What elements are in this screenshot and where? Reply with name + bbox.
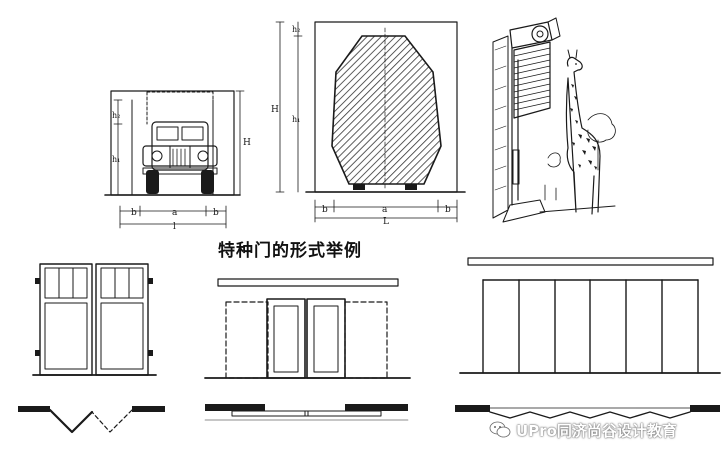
large-object-door-figure: H h₂ h₁ b a b L [271, 21, 466, 227]
dim-label-L: L [383, 217, 389, 227]
dim-label-b-right-2: b [445, 205, 451, 215]
dim-label-a-2: a [382, 205, 388, 215]
dim-label-h1-2: h₁ [292, 115, 300, 124]
dim-label-H: H [243, 138, 251, 148]
watermark-text: UPro同济尚谷设计教育 [516, 421, 677, 440]
roller-drum [509, 17, 561, 49]
sliding-door-track [217, 278, 399, 287]
roller-door-panel [513, 41, 551, 119]
dim-label-h1: h₁ [112, 155, 120, 164]
truck-door-frame [110, 90, 235, 196]
bifold-door-plan [18, 406, 165, 434]
diagram-caption: 特种门的形式举例 [218, 241, 362, 261]
bifold-door-figure [18, 263, 165, 434]
sliding-door-plan [204, 404, 409, 421]
dim-label-H-2: H [271, 105, 279, 115]
truck-illustration [142, 121, 218, 194]
dim-label-b-left: b [131, 208, 137, 218]
watermark: UPro同济尚谷设计教育 [489, 419, 677, 441]
dim-label-b-left-2: b [322, 205, 328, 215]
dim-label-a: a [172, 208, 178, 218]
dim-label-h2: h₂ [112, 111, 120, 120]
bifold-leaf-left [39, 263, 93, 376]
bifold-leaf-right [95, 263, 149, 376]
dim-label-b-right: b [213, 208, 219, 218]
sliding-door-figure [204, 278, 411, 421]
sliding-leaf-right [306, 298, 346, 379]
folding-door-plan [455, 405, 720, 419]
folding-door-track [467, 257, 714, 266]
folding-door-figure [455, 257, 721, 419]
giraffe-illustration [565, 49, 601, 215]
wechat-icon [489, 421, 511, 438]
sliding-leaf-left [266, 298, 306, 379]
dim-label-h2-2: h₂ [292, 25, 300, 34]
roller-door-giraffe-figure [492, 17, 616, 223]
truck-door-figure: h₂ h₁ H b a b l [104, 90, 251, 232]
dim-label-l: l [173, 222, 176, 232]
load-outline-hatched [331, 35, 442, 185]
